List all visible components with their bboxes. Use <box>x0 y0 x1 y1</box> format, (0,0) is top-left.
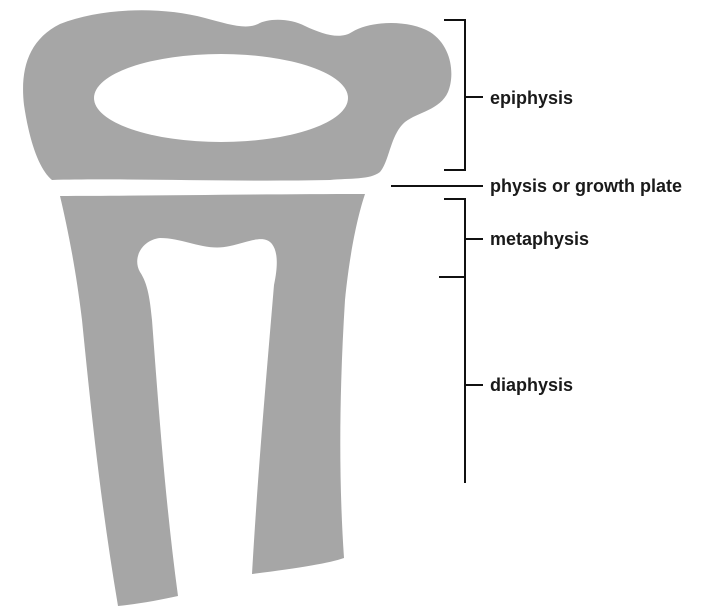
shaft-shape <box>60 194 365 606</box>
label-epiphysis: epiphysis <box>490 88 573 108</box>
diaphysis-bracket <box>465 277 482 482</box>
label-physis: physis or growth plate <box>490 176 682 196</box>
epiphysis-bracket <box>445 20 482 170</box>
label-diaphysis: diaphysis <box>490 375 573 395</box>
metaphysis-bracket <box>440 199 482 277</box>
label-metaphysis: metaphysis <box>490 229 589 249</box>
epiphysis-cavity <box>94 54 348 142</box>
